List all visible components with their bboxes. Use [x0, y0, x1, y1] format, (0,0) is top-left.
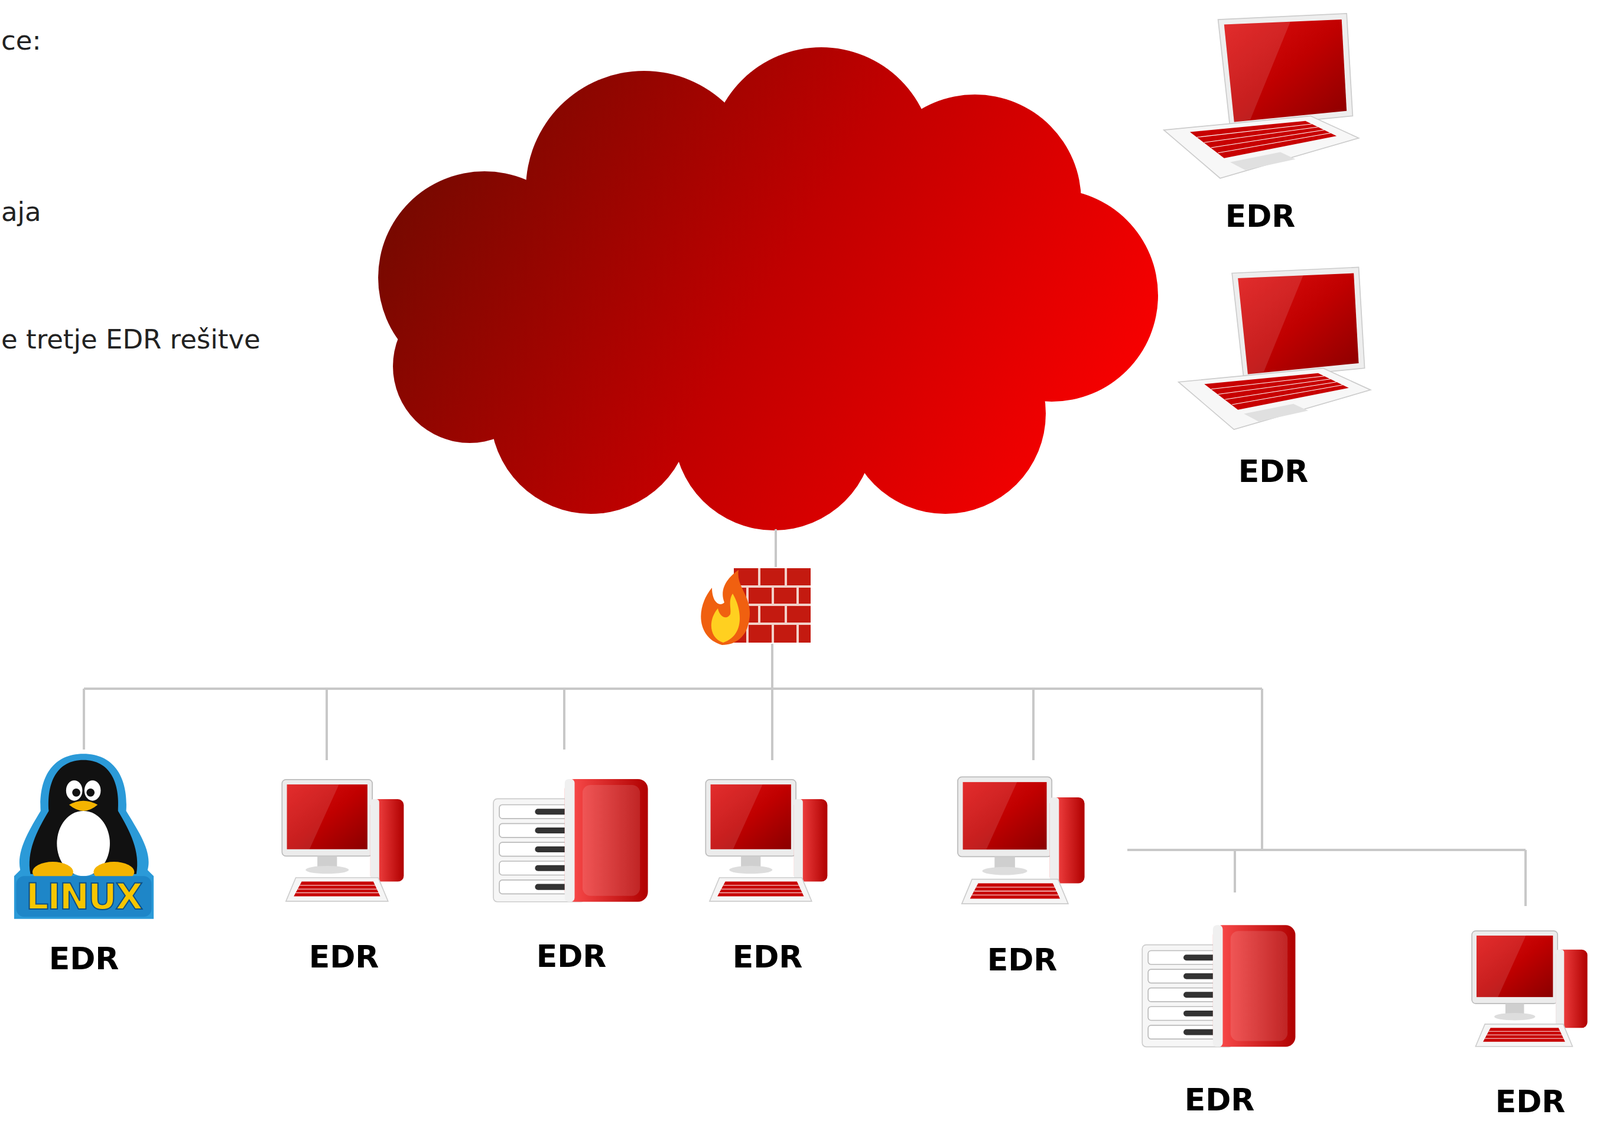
slide-text: aja — [1, 196, 42, 229]
monitor-icon — [948, 775, 1097, 909]
laptop-icon — [1174, 265, 1373, 434]
laptop-icon — [1159, 10, 1361, 184]
monitor-icon — [280, 775, 408, 909]
cloud — [378, 47, 1159, 531]
server-endpoint: EDR — [487, 775, 656, 975]
edr-label: EDR — [1174, 453, 1373, 490]
edr-label: EDR — [948, 941, 1097, 979]
edr-label: EDR — [1470, 1083, 1592, 1121]
server-icon — [1132, 923, 1307, 1052]
tux-endpoint: EDR — [10, 749, 158, 978]
slide-text: ce: — [1, 24, 42, 57]
edr-label: EDR — [10, 940, 158, 978]
monitor-endpoint: EDR — [948, 775, 1097, 979]
monitor-endpoint: EDR — [703, 775, 832, 976]
monitor-endpoint: EDR — [1470, 923, 1592, 1121]
laptop-endpoint: EDR — [1159, 10, 1361, 235]
edr-label: EDR — [703, 938, 832, 976]
laptop-endpoint: EDR — [1174, 265, 1373, 490]
slide-text: e tretje EDR rešitve — [1, 323, 261, 356]
wires — [83, 529, 1526, 907]
edr-label: EDR — [1132, 1081, 1307, 1119]
logo-text: LINUX — [25, 875, 142, 919]
monitor-icon — [1470, 923, 1592, 1057]
server-icon — [487, 775, 656, 909]
edr-label: EDR — [487, 938, 656, 975]
server-endpoint: EDR — [1132, 923, 1307, 1119]
edr-label: EDR — [280, 938, 408, 976]
monitor-icon — [703, 775, 832, 909]
edr-label: EDR — [1159, 197, 1361, 235]
monitor-endpoint: EDR — [280, 775, 408, 976]
firewall-icon — [700, 568, 811, 646]
